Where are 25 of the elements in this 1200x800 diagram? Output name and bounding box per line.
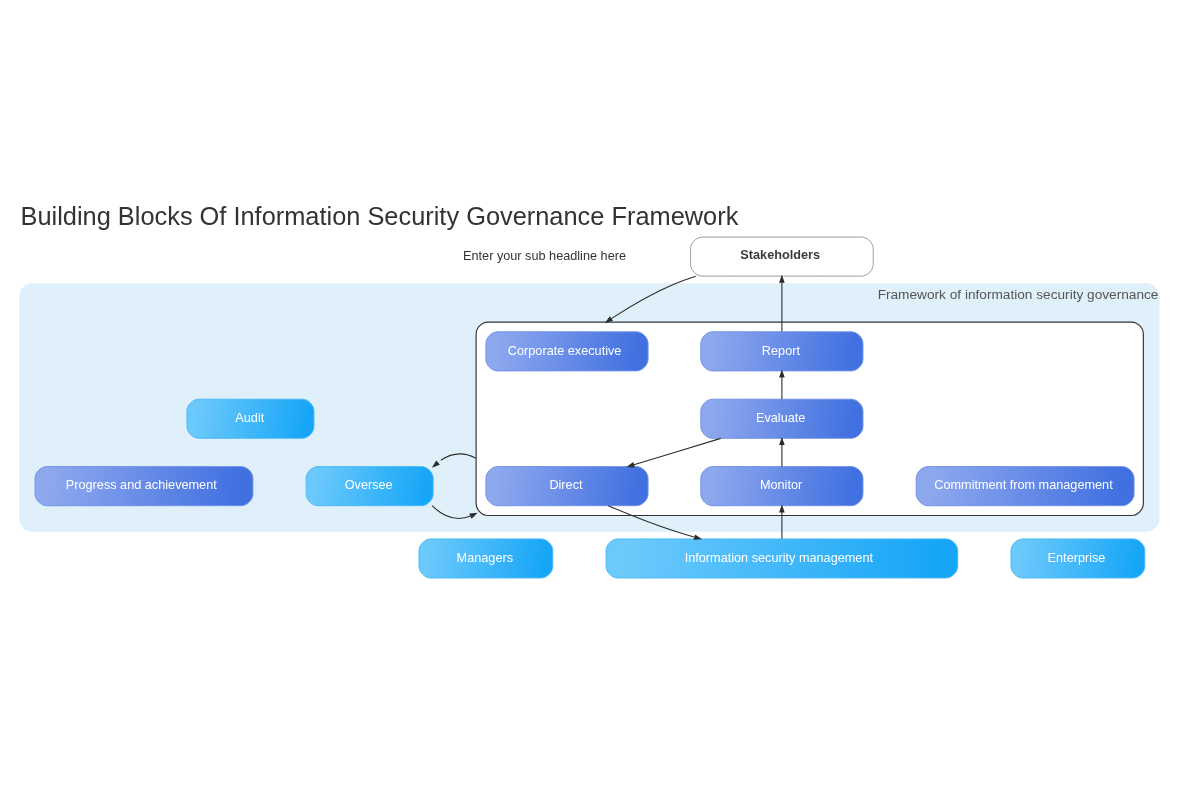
arrow [779, 369, 785, 400]
arrow [604, 275, 697, 323]
node-box: Audit [186, 398, 315, 439]
arrow [431, 505, 478, 519]
diagram-title: Building Blocks Of Information Security Governance Framework [20, 202, 739, 231]
node-box: Corporate executive [485, 331, 649, 372]
node-box: Information security management [605, 538, 959, 579]
arrow [779, 504, 785, 540]
node-box: Monitor [700, 466, 864, 507]
node-box: Commitment from management [915, 466, 1135, 507]
node-box: Oversee [305, 466, 434, 507]
arrow [431, 453, 477, 468]
node-box: Stakeholders [690, 236, 874, 277]
cluster [475, 321, 1144, 517]
label: Enter your sub headline here [463, 248, 626, 263]
arrow [779, 436, 785, 468]
node-box: Report [700, 331, 864, 372]
arrow [607, 505, 703, 540]
arrow [626, 437, 722, 468]
arrow [779, 274, 785, 333]
node-box: Direct [485, 466, 649, 507]
node-box: Evaluate [700, 398, 864, 439]
node-box: Progress and achievement [34, 466, 254, 507]
node-box: Managers [418, 538, 554, 579]
node-box: Enterprise [1010, 538, 1146, 579]
